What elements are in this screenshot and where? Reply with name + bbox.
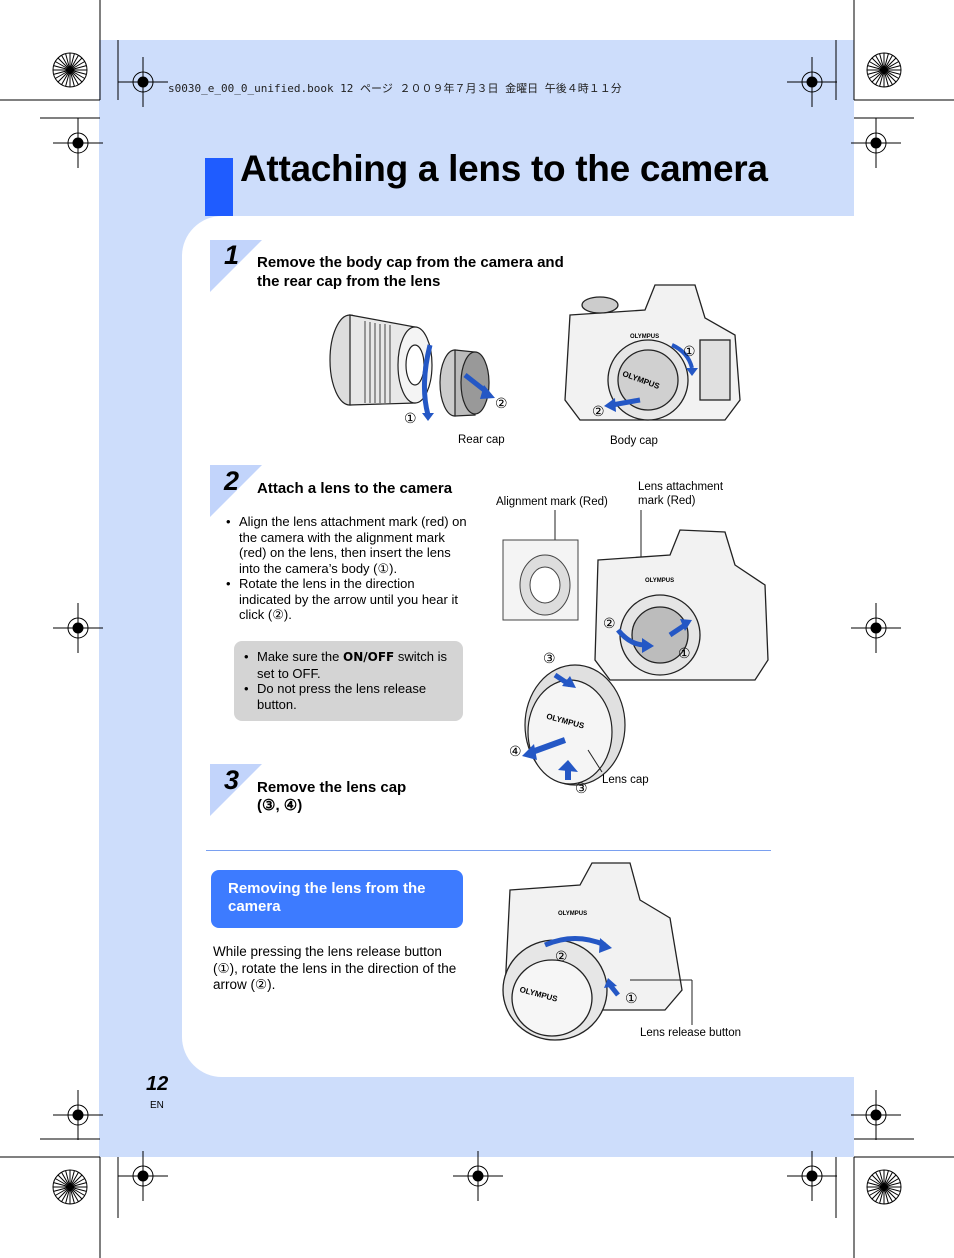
step-2-instructions: Align the lens attachment mark (red) on … [226,514,470,623]
callout-1-body: ① [683,343,696,359]
callout-1-remove: ① [625,990,638,1006]
callout-4-lens: ④ [509,743,522,759]
callout-2-body: ② [592,403,605,419]
lens-rear-cap-illustration [329,314,495,421]
title-accent-bar [205,158,233,216]
step-3-title-callouts: (③, ④) [257,797,303,814]
callout-2-rear: ② [495,395,508,411]
svg-text:OLYMPUS: OLYMPUS [645,578,674,584]
callout-1-attach: ① [678,645,691,661]
instruction-rotate: Rotate the lens in the direction indicat… [226,576,470,623]
step-1-title: Remove the body cap from the camera and … [257,254,564,290]
camera-body-cap-illustration: OLYMPUS OLYMPUS [564,284,741,421]
caption-lens-release-button: Lens release button [640,1027,742,1039]
page-title: Attaching a lens to the camera [240,148,768,189]
step-2-number: 2 [224,466,240,496]
caption-rear-cap: Rear cap [458,434,505,446]
step-1-marker [210,240,262,292]
removing-heading-box [211,870,463,928]
step-3-number: 3 [224,765,240,795]
caption-lens-cap: Lens cap [602,774,649,786]
step-1-number: 1 [224,240,240,270]
callout-3-lens: ③ [543,650,556,666]
note-list: Make sure the ON/OFF switch is set to OF… [244,649,454,712]
instruction-align: Align the lens attachment mark (red) on … [226,514,470,576]
removing-text: While pressing the lens release button (… [213,944,457,992]
step-2-marker [210,465,262,517]
callout-1-rear: ① [404,410,417,426]
print-header: s0030_e_00_0_unified.book 12 ページ ２００９年７月… [168,82,622,95]
callout-2-remove: ② [555,948,568,964]
note-switch: Make sure the ON/OFF switch is set to OF… [244,649,454,681]
page-number: 12 [146,1073,169,1095]
attach-lens-illustration: OLYMPUS OLYMPUS [502,510,769,786]
svg-text:OLYMPUS: OLYMPUS [558,911,587,917]
step-2-title: Attach a lens to the camera [257,480,453,497]
callout-3-cap: ③ [575,780,588,796]
step-3-title: Remove the lens cap [257,779,407,796]
removing-heading: Removing the lens from the camera [228,880,426,915]
caption-alignment-mark: Alignment mark (Red) [496,496,608,508]
language-code: EN [150,1100,164,1111]
callout-2-attach: ② [603,615,616,631]
remove-lens-illustration: OLYMPUS OLYMPUS [502,862,693,1041]
section-divider [206,850,771,851]
note-release: Do not press the lens release button. [244,681,454,712]
step-3-marker [210,764,262,816]
caption-lens-attachment-mark: Lens attachment mark (Red) [638,481,724,507]
caption-body-cap: Body cap [610,435,658,447]
svg-text:OLYMPUS: OLYMPUS [630,334,659,340]
